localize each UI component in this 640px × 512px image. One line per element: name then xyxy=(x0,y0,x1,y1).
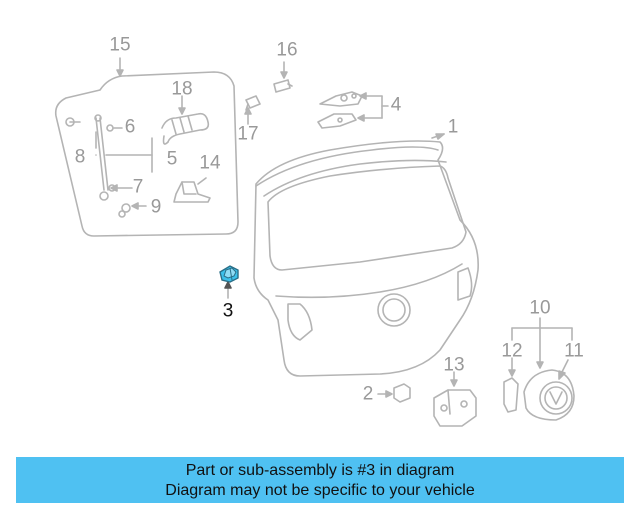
part-16-bolt xyxy=(273,61,293,93)
callout-3: 3 xyxy=(222,300,234,322)
part-13-latch xyxy=(433,371,477,427)
callout-7: 7 xyxy=(132,176,144,198)
callout-13: 13 xyxy=(443,354,465,376)
inset-panel xyxy=(54,71,239,237)
callout-14: 14 xyxy=(199,152,221,174)
callout-9: 9 xyxy=(150,196,162,218)
liftgate xyxy=(253,133,479,377)
callout-12: 12 xyxy=(501,340,523,362)
strut-assembly xyxy=(65,114,153,218)
part-4-hinges xyxy=(317,91,389,129)
callout-4: 4 xyxy=(390,94,402,116)
banner-line-1: Part or sub-assembly is #3 in diagram xyxy=(185,462,455,479)
banner-line-2: Diagram may not be specific to your vehi… xyxy=(165,482,475,499)
part-18-cable xyxy=(161,95,210,145)
callout-6: 6 xyxy=(124,116,136,138)
part-14-bracket xyxy=(173,177,211,203)
part-3-highlight xyxy=(219,265,239,283)
callout-17: 17 xyxy=(237,123,259,145)
callout-8: 8 xyxy=(74,146,86,168)
callout-18: 18 xyxy=(171,78,193,100)
callout-5: 5 xyxy=(166,148,178,170)
callout-1: 1 xyxy=(447,116,459,138)
callout-15: 15 xyxy=(109,34,131,56)
part-17-clip xyxy=(244,95,261,125)
info-banner: Part or sub-assembly is #3 in diagram Di… xyxy=(16,457,624,503)
callout-16: 16 xyxy=(276,39,298,61)
callout-10: 10 xyxy=(529,297,551,319)
part-2-nut xyxy=(377,383,411,403)
callout-11: 11 xyxy=(564,340,584,362)
callout-2: 2 xyxy=(362,383,374,405)
part-10-11-12-emblem xyxy=(503,317,575,421)
